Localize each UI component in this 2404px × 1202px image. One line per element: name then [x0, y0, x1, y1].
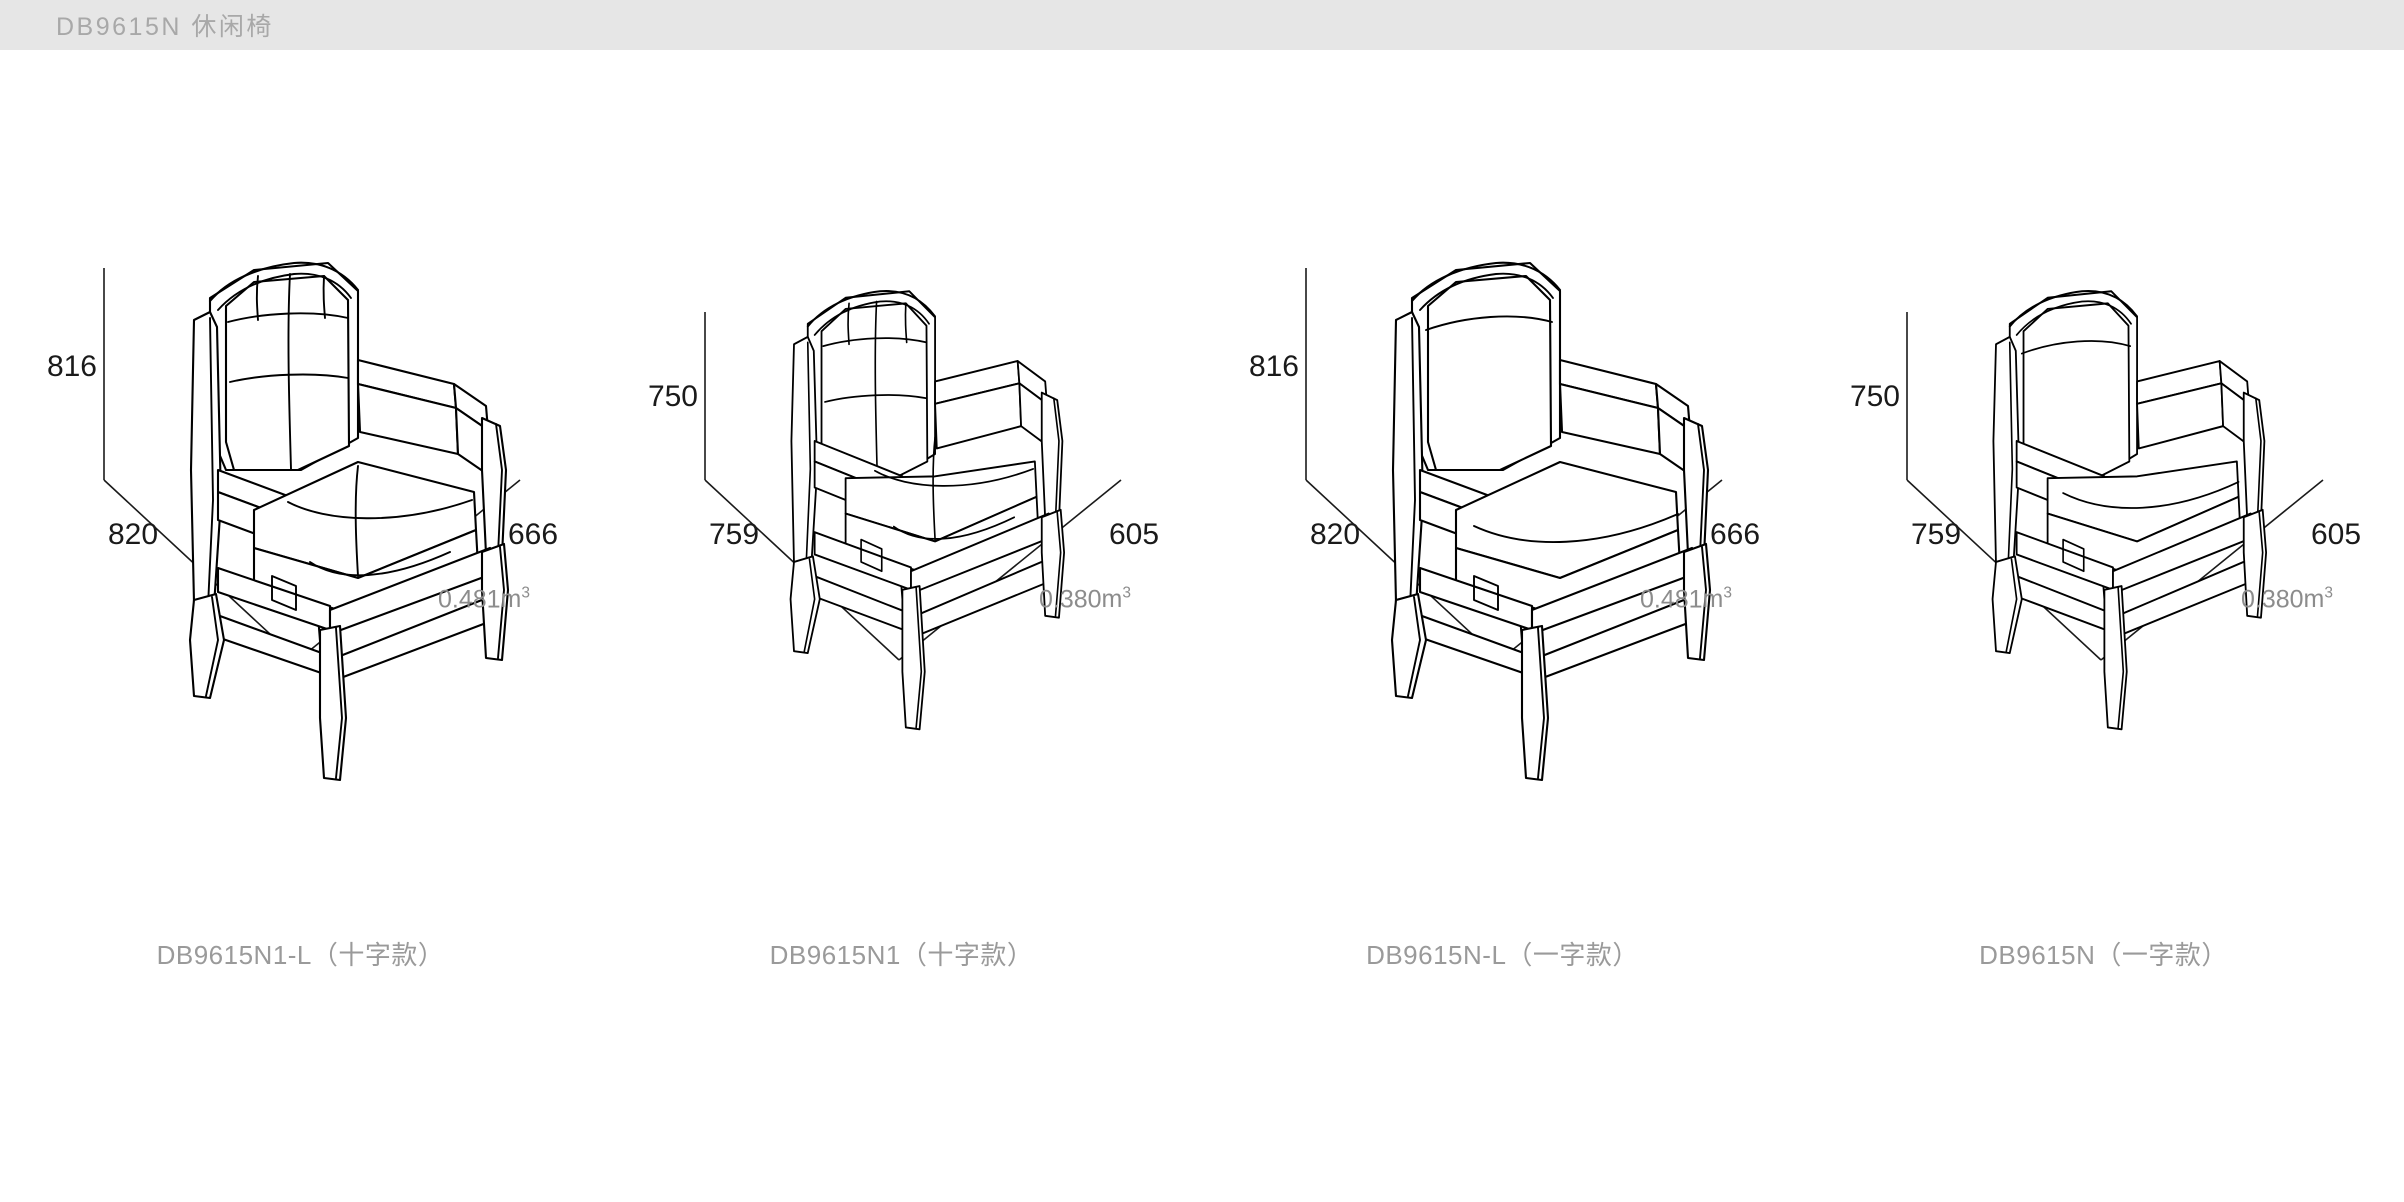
dimension-width-label: 820 — [1310, 518, 1361, 551]
product-caption: DB9615N（一字款） — [1979, 940, 2228, 970]
volume-unit: m3 — [500, 585, 530, 614]
dimension-height-label: 816 — [46, 350, 97, 383]
product-figure: 750 759 605 0.380m3 — [601, 50, 1202, 930]
volume-label: 0.481m3 — [1522, 585, 1732, 614]
chair-line-drawing — [789, 290, 1066, 731]
volume-unit: m3 — [1101, 585, 1131, 614]
product-figure: 816 820 666 0.481m3 — [0, 50, 601, 930]
dimension-height-label: 750 — [1849, 380, 1900, 413]
volume-value: 0.481 — [1639, 585, 1703, 614]
dimension-depth-label: 666 — [508, 518, 559, 551]
volume-value: 0.380 — [1038, 585, 1102, 614]
header-bar: DB9615N 休闲椅 — [0, 0, 2404, 50]
dimension-width-label: 820 — [108, 518, 159, 551]
dimension-width-label: 759 — [1911, 518, 1962, 551]
dimension-depth-label: 605 — [2311, 518, 2362, 551]
chair-line-drawing — [1390, 261, 1712, 782]
volume-value: 0.380 — [2240, 585, 2304, 614]
product-caption: DB9615N1-L（十字款） — [156, 940, 445, 970]
product-figure: 750 759 605 0.380m3 — [1803, 50, 2404, 930]
chair-line-drawing — [188, 261, 510, 782]
dimension-depth-label: 605 — [1109, 518, 1160, 551]
dimension-width-label: 759 — [709, 518, 760, 551]
volume-unit: m3 — [2303, 585, 2333, 614]
volume-label: 0.481m3 — [320, 585, 530, 614]
product-caption: DB9615N1（十字款） — [769, 940, 1034, 970]
page-title: DB9615N 休闲椅 — [56, 13, 274, 41]
volume-unit: m3 — [1702, 585, 1732, 614]
dimension-height-label: 750 — [647, 380, 698, 413]
product-figure: 816 820 666 0.481m3 — [1202, 50, 1803, 930]
product-caption: DB9615N-L（一字款） — [1366, 940, 1639, 970]
volume-label: 0.380m3 — [2123, 585, 2333, 614]
volume-label: 0.380m3 — [921, 585, 1131, 614]
volume-value: 0.481 — [437, 585, 501, 614]
dimension-height-label: 816 — [1248, 350, 1299, 383]
dimension-depth-label: 666 — [1710, 518, 1761, 551]
chair-line-drawing — [1991, 290, 2268, 731]
